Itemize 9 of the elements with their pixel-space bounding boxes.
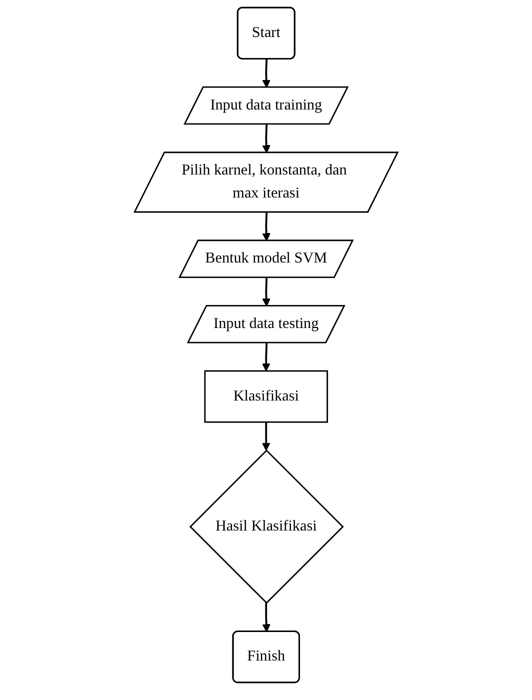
arrow [262, 212, 270, 242]
arrow [262, 59, 270, 88]
arrow [262, 422, 270, 451]
arrow [262, 124, 270, 154]
arrow [262, 602, 270, 632]
arrow [262, 278, 270, 307]
node-diamond: Hasil Klasifikasi [189, 449, 344, 604]
arrow [262, 343, 270, 372]
node-box: Klasifikasi [204, 370, 328, 423]
